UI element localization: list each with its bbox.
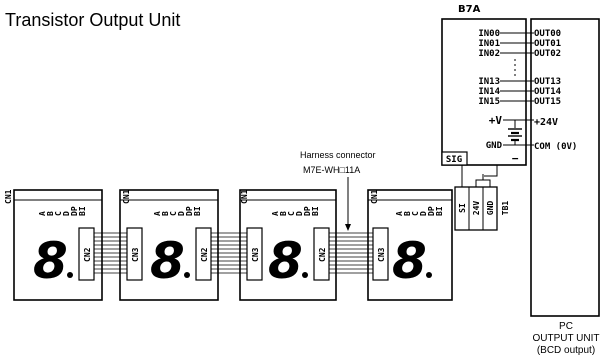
- seg-label-dp: DP: [427, 206, 436, 216]
- ribbon-cable-2: [211, 232, 247, 274]
- battery-symbol: [508, 128, 522, 142]
- tb1-wiring: [461, 165, 498, 187]
- seg-label-c: C: [411, 211, 420, 216]
- cn1-label: CN1: [122, 189, 131, 204]
- b7a-in00: IN00: [478, 29, 500, 39]
- seg-label-a: A: [271, 211, 280, 216]
- pc-com-label: COM (0V): [534, 142, 577, 152]
- cn1-label: CN1: [370, 189, 379, 204]
- seg-label-bi: BI: [435, 206, 444, 216]
- right-connector: [313, 227, 330, 281]
- right-connector-label: CN2: [83, 247, 92, 262]
- seven-segment-digit: 8: [33, 232, 68, 290]
- tb1-terminal-gnd: GND: [486, 201, 495, 216]
- display-unit-1: CN1 A B C D DP BI 8 CN2: [4, 189, 103, 301]
- b7a-minus-label: −: [512, 152, 519, 165]
- right-connector-label: CN2: [318, 247, 327, 262]
- seg-label-dp: DP: [185, 206, 194, 216]
- seg-label-d: D: [295, 211, 304, 216]
- seg-label-bi: BI: [311, 206, 320, 216]
- b7a-input-labels: IN00 IN01 IN02 IN13 IN14 IN15: [478, 29, 500, 107]
- cn1-label: CN1: [240, 189, 249, 204]
- b7a-in01: IN01: [478, 39, 500, 49]
- left-connector-label: CN3: [251, 247, 260, 262]
- pc-out15: OUT15: [534, 97, 561, 107]
- left-connector-label: CN3: [131, 247, 140, 262]
- seg-label-b: B: [279, 211, 288, 216]
- seg-label-dp: DP: [70, 206, 79, 216]
- harness-arrowhead: [345, 224, 351, 231]
- b7a-sig-label: SIG: [446, 155, 462, 165]
- seg-label-bi: BI: [193, 206, 202, 216]
- pc-caption-line2: OUTPUT UNIT: [532, 333, 599, 344]
- right-connector: [195, 227, 212, 281]
- tb1-label: TB1: [501, 201, 510, 216]
- b7a-sig-box: [441, 151, 468, 166]
- seg-label-d: D: [419, 211, 428, 216]
- seg-label-b: B: [161, 211, 170, 216]
- b7a-gnd-label: GND: [486, 141, 503, 151]
- seg-label-d: D: [62, 211, 71, 216]
- harness-model: M7E-WH□11A: [303, 165, 360, 175]
- pc-out02: OUT02: [534, 49, 561, 59]
- seg-label-a: A: [38, 211, 47, 216]
- pc-caption-line1: PC: [559, 321, 573, 332]
- diagram-title: Transistor Output Unit: [5, 10, 180, 30]
- left-connector: [246, 227, 263, 281]
- tb1-terminal-24v: 24V: [472, 201, 481, 216]
- pc-unit-caption: PC OUTPUT UNIT (BCD output): [532, 321, 599, 356]
- decimal-point: [184, 272, 190, 278]
- b7a-in14: IN14: [478, 87, 500, 97]
- seg-label-bi: BI: [78, 206, 87, 216]
- pc-24v-label: +24V: [534, 117, 558, 128]
- seg-label-dp: DP: [303, 206, 312, 216]
- display-unit-3: CN1 A B C D DP BI CN3 8 CN2: [239, 189, 337, 301]
- display-unit-2: CN1 A B C D DP BI CN3 8 CN2: [119, 189, 219, 301]
- b7a-in13: IN13: [478, 77, 500, 87]
- decimal-point: [67, 272, 73, 278]
- signal-wires: [500, 32, 534, 102]
- seg-label-b: B: [46, 211, 55, 216]
- ribbon-cable-1: [94, 232, 127, 274]
- pc-out00: OUT00: [534, 29, 561, 39]
- pc-out13: OUT13: [534, 77, 561, 87]
- seven-segment-digit: 8: [268, 232, 303, 290]
- left-connector-label: CN3: [377, 247, 386, 262]
- right-connector: [78, 227, 95, 281]
- right-connector-label: CN2: [200, 247, 209, 262]
- power-wiring: [503, 119, 534, 146]
- seg-label-c: C: [287, 211, 296, 216]
- b7a-label: B7A: [458, 4, 481, 15]
- decimal-point: [426, 272, 432, 278]
- seg-label-c: C: [169, 211, 178, 216]
- left-connector: [126, 227, 143, 281]
- seg-label-a: A: [395, 211, 404, 216]
- seg-label-b: B: [403, 211, 412, 216]
- b7a-plus-v-label: +V: [489, 114, 503, 127]
- tb1-terminal-si: SI: [458, 203, 467, 213]
- display-unit-4: CN1 A B C D DP BI CN3 8: [367, 189, 453, 301]
- harness-label: Harness connector: [300, 150, 376, 160]
- pc-out14: OUT14: [534, 87, 562, 97]
- b7a-in15: IN15: [478, 97, 500, 107]
- cn1-label: CN1: [4, 189, 13, 204]
- seg-label-a: A: [153, 211, 162, 216]
- seven-segment-digit: 8: [392, 232, 427, 290]
- pc-output-labels: OUT00 OUT01 OUT02 OUT13 OUT14 OUT15: [534, 29, 562, 107]
- pc-unit-box: [530, 18, 600, 317]
- b7a-in02: IN02: [478, 49, 500, 59]
- pc-out01: OUT01: [534, 39, 561, 49]
- seg-label-d: D: [177, 211, 186, 216]
- decimal-point: [302, 272, 308, 278]
- ribbon-cable-3: [329, 232, 373, 274]
- pc-caption-line3: (BCD output): [537, 345, 595, 356]
- left-connector: [372, 227, 389, 281]
- seven-segment-digit: 8: [150, 232, 185, 290]
- seg-label-c: C: [54, 211, 63, 216]
